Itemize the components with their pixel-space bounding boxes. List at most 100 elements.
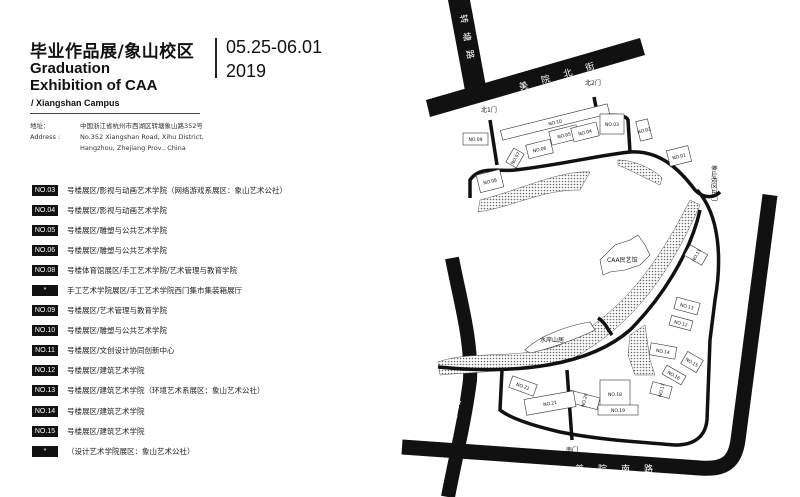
- legend-text: 号楼展区/艺术管理与教育学院: [67, 306, 168, 316]
- building: NO.14: [648, 342, 678, 360]
- building-outline: [648, 342, 678, 360]
- building-badge: NO.09: [32, 305, 58, 317]
- building-outline: [525, 138, 554, 160]
- building-label: NO.01: [672, 152, 687, 161]
- legend-item: NO.09 号楼展区/艺术管理与教育学院: [32, 301, 287, 321]
- vertical-divider: [215, 38, 217, 78]
- building-label: NO.12: [673, 319, 688, 328]
- building-outline: [673, 296, 701, 316]
- building: NO.01: [666, 145, 692, 167]
- building-outline: [635, 118, 653, 142]
- legend-item: NO.08 号楼体育馆展区/手工艺术学院/艺术管理与教育学院: [32, 260, 287, 280]
- building-label: NO.22: [515, 382, 530, 392]
- building: NO.22: [508, 375, 538, 397]
- legend-item: NO.15 号楼展区/建筑艺术学院: [32, 421, 287, 441]
- building-outline: [649, 381, 673, 399]
- building-label: NO.13: [679, 302, 694, 311]
- building-badge: NO.13: [32, 385, 58, 397]
- green-area: [627, 324, 656, 376]
- building: NO.12: [668, 314, 694, 332]
- legend-text: 号楼展区/建筑艺术学院: [67, 426, 145, 436]
- legend-text: 号楼展区/雕塑与公共艺术学院: [67, 225, 168, 235]
- address-en-label: Address :: [30, 133, 61, 141]
- building-badge: *: [32, 285, 58, 297]
- legend-text: 号楼体育馆展区/手工艺术学院/艺术管理与教育学院: [67, 265, 238, 275]
- legend-text: 手工艺术学院展区/手工艺术学院西门集市集装箱展厅: [67, 286, 243, 296]
- title-english-line1: Graduation: [30, 60, 111, 77]
- building: NO.16: [661, 364, 687, 386]
- building-outline: [523, 390, 577, 416]
- date-year: 2019: [226, 61, 267, 81]
- building-outline: [508, 375, 538, 397]
- building-label: NO.10: [548, 118, 563, 127]
- building-label: NO.18: [608, 392, 622, 398]
- building-badge: NO.12: [32, 365, 58, 377]
- building-badge: NO.08: [32, 264, 58, 276]
- building: NO.21: [523, 390, 577, 416]
- road-south-label: 美院南路: [575, 463, 667, 475]
- building-outline: [570, 121, 600, 143]
- legend-item: NO.14 号楼展区/建筑艺术学院: [32, 401, 287, 421]
- museum-label: CAA民艺馆: [607, 256, 638, 264]
- building-outline: [666, 145, 692, 167]
- building-badge: NO.14: [32, 405, 58, 417]
- building-outline: [475, 169, 505, 193]
- building: NO.02: [635, 118, 653, 142]
- building-badge: NO.05: [32, 224, 58, 236]
- building: NO.10: [500, 103, 610, 141]
- divider: [30, 113, 200, 114]
- building-label: NO.03: [605, 122, 619, 128]
- title-english: Graduation Exhibition of CAA: [30, 60, 158, 94]
- building-outline: [683, 244, 709, 266]
- date-range: 05.25-06.01: [226, 37, 323, 57]
- legend-text: 号楼展区/建筑艺术学院: [67, 366, 145, 376]
- legend-item: * 手工艺术学院展区/手工艺术学院西门集市集装箱展厅: [32, 280, 287, 300]
- building-badge: NO.15: [32, 425, 58, 437]
- road-south: [401, 194, 778, 476]
- building: NO.09: [462, 132, 489, 146]
- address-en-line2: Hangzhou, Zhejiang Prov., China: [80, 144, 186, 152]
- road-west: [441, 256, 478, 497]
- building-badge: NO.11: [32, 345, 58, 357]
- address-cn: 中国浙江省杭州市西湖区转塘象山路352号: [80, 122, 203, 130]
- address-cn-label: 地址：: [30, 122, 50, 130]
- subtitle: / Xiangshan Campus: [31, 98, 120, 108]
- legend-text: 号楼展区/影视与动画艺术学院（网络游戏系展区：象山艺术公社）: [67, 185, 288, 195]
- building-outline: [500, 103, 610, 141]
- building-outline: [668, 314, 694, 332]
- green-belt: [477, 171, 591, 213]
- legend-text: （设计艺术学院展区：象山艺术公社）: [67, 446, 195, 456]
- museum-outline: [599, 234, 651, 276]
- legend-text: 号楼展区/建筑艺术学院: [67, 406, 145, 416]
- building-outline: [597, 404, 639, 416]
- building: NO.13: [673, 296, 701, 316]
- building-label: NO.19: [611, 408, 625, 414]
- building: NO.06: [525, 138, 554, 160]
- legend-item: *（设计艺术学院展区：象山艺术公社）: [32, 441, 287, 461]
- building: NO.07: [505, 147, 525, 169]
- building-badge: NO.04: [32, 204, 58, 216]
- gate-south-label: 南门: [566, 446, 578, 454]
- legend-text: 号楼展区/雕塑与公共艺术学院: [67, 245, 168, 255]
- building-label: NO.06: [532, 145, 547, 154]
- building: NO.11: [683, 244, 709, 266]
- building: NO.03: [599, 113, 625, 135]
- green-belt: [617, 159, 663, 186]
- hill-outline: [524, 321, 596, 354]
- gate-east-label: 象山校区正门: [710, 165, 718, 201]
- legend-item: NO.03 号楼展区/影视与动画艺术学院（网络游戏系展区：象山艺术公社）: [32, 180, 287, 200]
- legend-text: 号楼展区/雕塑与公共艺术学院: [67, 326, 168, 336]
- building-label: NO.21: [543, 400, 558, 408]
- building-badge: NO.03: [32, 184, 58, 196]
- building-label: NO.20: [580, 393, 589, 408]
- address-en-line1: No.352 Xiangshan Road, Xihu District,: [80, 133, 204, 141]
- building-outline: [680, 351, 704, 373]
- building-label: NO.05: [557, 131, 572, 140]
- exhibition-dates: 05.25-06.01 2019: [226, 35, 322, 83]
- building-label: NO.04: [578, 128, 593, 137]
- building-label: NO.09: [469, 137, 483, 143]
- gate-north2-label: 北2门: [585, 79, 601, 87]
- building: NO.19: [597, 404, 639, 416]
